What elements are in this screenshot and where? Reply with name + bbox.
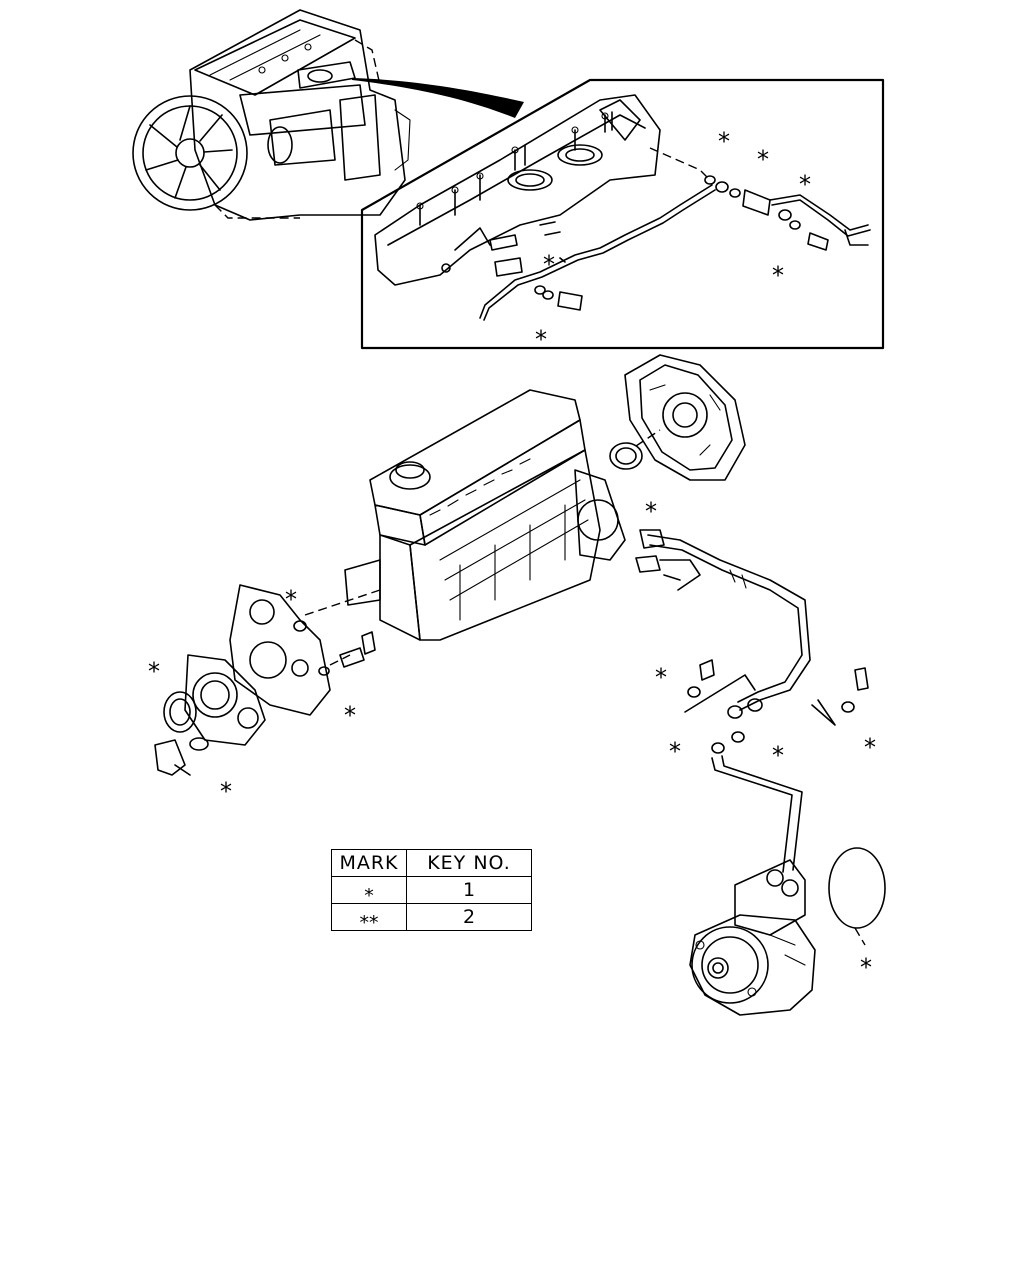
legend-key-cell: 1 — [406, 876, 532, 904]
callout-mark: ⁎ — [535, 318, 547, 346]
callout-mark: ⁎ — [772, 254, 784, 282]
callout-mark: ⁎ — [669, 730, 681, 758]
front-cover-parts-illustration — [154, 584, 376, 776]
callout-mark: ⁎ — [799, 163, 811, 191]
callout-mark: ⁎ — [285, 578, 297, 606]
callout-mark: ⁎ — [772, 734, 784, 762]
callout-mark: ⁎ — [860, 946, 872, 974]
legend-key-cell: 2 — [406, 903, 532, 931]
callout-mark: ⁎ — [655, 656, 667, 684]
legend-mark-cell: ⁎⁎ — [331, 903, 407, 931]
legend-header-mark: MARK — [331, 849, 407, 877]
engine-overview-illustration — [132, 9, 524, 221]
callout-mark: ⁎ — [718, 120, 730, 148]
callout-mark: ⁎ — [543, 243, 555, 271]
mark-key-legend-table: MARK KEY NO. ⁎ 1 ⁎⁎ 2 — [331, 849, 532, 931]
callout-mark: ⁎ — [645, 490, 657, 518]
engine-block-illustration — [304, 389, 626, 666]
legend-row: ⁎⁎ 2 — [331, 903, 532, 931]
legend-header-row: MARK KEY NO. — [331, 849, 532, 877]
compressor-illustration — [689, 847, 886, 1016]
pipe-assembly-illustration — [635, 529, 869, 873]
callout-mark: ⁎ — [148, 650, 160, 678]
legend-row: ⁎ 1 — [331, 876, 532, 904]
callout-mark: ⁎ — [344, 694, 356, 722]
legend-mark-cell: ⁎ — [331, 876, 407, 904]
flywheel-housing-illustration — [609, 354, 746, 481]
legend-header-key: KEY NO. — [406, 849, 532, 877]
callout-mark: ⁎ — [220, 770, 232, 798]
callout-marks: ⁎ ⁎ ⁎ ⁎ ⁎ ⁎ ⁎ ⁎ ⁎ ⁎ ⁎ ⁎ ⁎ ⁎ ⁎ ⁎ — [148, 120, 876, 974]
callout-mark: ⁎ — [864, 726, 876, 754]
callout-mark: ⁎ — [757, 138, 769, 166]
exhaust-manifold-panel — [360, 78, 885, 350]
